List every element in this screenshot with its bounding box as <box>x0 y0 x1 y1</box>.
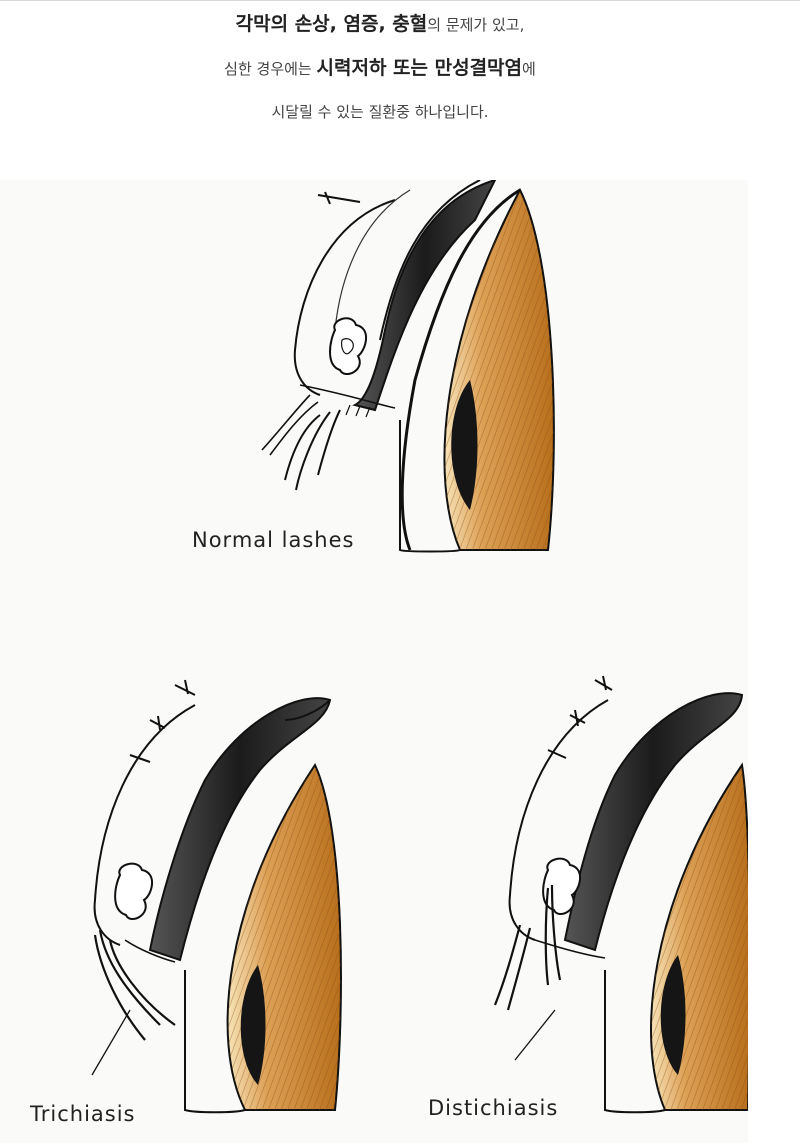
intro-line-2: 심한 경우에는 시력저하 또는 만성결막염에 <box>0 54 760 98</box>
intro-line-3-normal: 시달릴 수 있는 질환중 하나입니다. <box>271 103 489 121</box>
intro-line-2-bold: 시력저하 또는 만성결막염 <box>316 57 523 79</box>
eyelash-diagram-svg <box>91 180 748 1114</box>
top-divider <box>0 0 800 1</box>
eyelash-illustration: Normal lashes Trichiasis Distichiasis <box>0 180 748 1143</box>
intro-line-1-normal: 의 문제가 있고, <box>427 16 525 34</box>
intro-text: 각막의 손상, 염증, 충혈의 문제가 있고, 심한 경우에는 시력저하 또는 … <box>0 8 760 142</box>
caption-normal-lashes: Normal lashes <box>192 528 355 552</box>
intro-line-2-normal-a: 심한 경우에는 <box>224 60 317 78</box>
caption-trichiasis: Trichiasis <box>30 1102 136 1126</box>
normal-lashes-drawing <box>261 180 555 553</box>
distichiasis-drawing <box>493 675 748 1114</box>
intro-line-3: 시달릴 수 있는 질환중 하나입니다. <box>0 98 760 142</box>
intro-line-1-bold: 각막의 손상, 염증, 충혈 <box>235 13 428 35</box>
trichiasis-drawing <box>91 679 342 1114</box>
intro-line-2-normal-b: 에 <box>522 60 536 78</box>
intro-line-1: 각막의 손상, 염증, 충혈의 문제가 있고, <box>0 10 760 54</box>
caption-distichiasis: Distichiasis <box>428 1096 559 1120</box>
